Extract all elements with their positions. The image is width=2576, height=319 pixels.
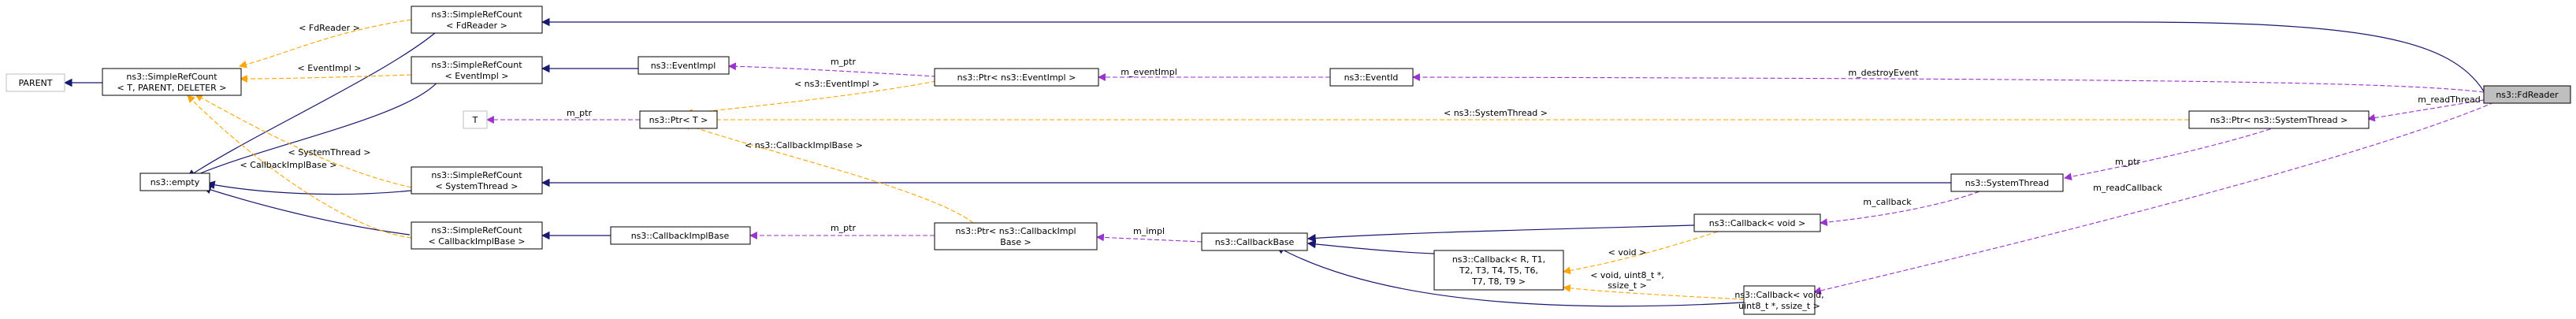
svg-text:T2, T3, T4, T5, T6,: T2, T3, T4, T5, T6, bbox=[1459, 265, 1538, 276]
edge-label-m-readcallback: m_readCallback bbox=[2093, 183, 2162, 193]
edge-label-read-template-line2: ssize_t > bbox=[1608, 280, 1647, 291]
svg-text:ns3::EventImpl: ns3::EventImpl bbox=[651, 61, 716, 71]
edge-fdreader-to-eventid bbox=[1412, 73, 2485, 93]
edge-systemthread-to-callback-void bbox=[1820, 188, 1987, 227]
svg-text:T7, T8, T9 >: T7, T8, T9 > bbox=[1471, 276, 1526, 287]
edge-src-eventimpl-template bbox=[240, 74, 412, 83]
edge-callback-void-to-callbackbase bbox=[1307, 224, 1695, 243]
edge-label-read-template-line1: < void, uint8_t *, bbox=[1590, 270, 1664, 280]
edge-callback-read-template bbox=[1563, 284, 1745, 300]
node-callbackbase[interactable]: ns3::CallbackBase bbox=[1201, 232, 1308, 251]
edge-label-callbackimplbase-template: < CallbackImplBase > bbox=[240, 160, 337, 170]
edge-label-m-ptr-systemthread: m_ptr bbox=[2115, 157, 2141, 167]
node-simplerefcount-generic[interactable]: ns3::SimpleRefCount < T, PARENT, DELETER… bbox=[102, 68, 242, 96]
edge-callback-read-to-callbackbase bbox=[1276, 246, 1745, 307]
node-ptr-systemthread[interactable]: ns3::Ptr< ns3::SystemThread > bbox=[2188, 110, 2370, 129]
edge-src-fdreader-to-empty bbox=[187, 27, 442, 178]
svg-text:ns3::Ptr< ns3::SystemThread >: ns3::Ptr< ns3::SystemThread > bbox=[2210, 115, 2348, 125]
svg-text:ns3::SystemThread: ns3::SystemThread bbox=[1965, 178, 2050, 188]
edge-label-ptr-eventimpl-template: < ns3::EventImpl > bbox=[794, 79, 879, 89]
svg-text:ns3::CallbackImplBase: ns3::CallbackImplBase bbox=[631, 231, 730, 241]
svg-text:ns3::SimpleRefCount: ns3::SimpleRefCount bbox=[431, 60, 522, 70]
edge-label-systemthread-template: < SystemThread > bbox=[288, 147, 371, 158]
edge-callbackbase-to-ptr-callback bbox=[1096, 233, 1203, 243]
node-systemthread[interactable]: ns3::SystemThread bbox=[1950, 173, 2064, 192]
node-eventid[interactable]: ns3::EventId bbox=[1329, 68, 1414, 87]
svg-text:ns3::Ptr< ns3::EventImpl >: ns3::Ptr< ns3::EventImpl > bbox=[957, 72, 1076, 83]
edge-label-ptr-systemthread-template: < ns3::SystemThread > bbox=[1444, 108, 1548, 118]
edge-src-systemthread-template bbox=[195, 94, 412, 188]
node-t[interactable]: T bbox=[463, 110, 488, 129]
svg-text:uint8_t *, ssize_t >: uint8_t *, ssize_t > bbox=[1738, 301, 1820, 311]
svg-text:ns3::Callback< void >: ns3::Callback< void > bbox=[1709, 218, 1806, 228]
svg-text:ns3::EventId: ns3::EventId bbox=[1344, 72, 1399, 83]
svg-text:Base >: Base > bbox=[1000, 237, 1032, 247]
node-ptr-callbackimplbase[interactable]: ns3::Ptr< ns3::CallbackImpl Base > bbox=[934, 222, 1098, 250]
edge-src-callbackimplbase-template bbox=[187, 95, 412, 239]
svg-text:< FdReader >: < FdReader > bbox=[446, 20, 507, 31]
node-callback-generic[interactable]: ns3::Callback< R, T1, T2, T3, T4, T5, T6… bbox=[1433, 250, 1564, 291]
edge-label-m-eventimpl: m_eventImpl bbox=[1121, 67, 1177, 77]
edge-fdreader-to-ptr-systemthread bbox=[2367, 99, 2485, 122]
edge-callback-generic-to-callbackbase bbox=[1307, 239, 1435, 254]
edge-label-m-ptr-t: m_ptr bbox=[567, 108, 593, 118]
edge-fdreader-to-callback-read bbox=[1813, 102, 2495, 295]
svg-text:ns3::Callback< void,: ns3::Callback< void, bbox=[1734, 290, 1823, 300]
edge-src-eventimpl-to-empty bbox=[187, 79, 440, 180]
edge-label-m-destroyevent: m_destroyEvent bbox=[1848, 68, 1919, 78]
edge-ptr-callback-template bbox=[682, 122, 974, 224]
edge-label-fdreader-template: < FdReader > bbox=[299, 23, 360, 33]
node-fdreader[interactable]: ns3::FdReader bbox=[2483, 85, 2571, 104]
node-simplerefcount-callbackimplbase[interactable]: ns3::SimpleRefCount < CallbackImplBase > bbox=[411, 221, 543, 250]
edge-label-m-ptr-eventimpl: m_ptr bbox=[831, 57, 857, 67]
node-simplerefcount-systemthread[interactable]: ns3::SimpleRefCount < SystemThread > bbox=[411, 166, 543, 195]
edge-src-systemthread-to-empty bbox=[206, 180, 412, 195]
edge-label-eventimpl-template: < EventImpl > bbox=[298, 63, 362, 73]
edge-label-m-callback: m_callback bbox=[1863, 197, 1912, 207]
svg-text:ns3::Callback< R, T1,: ns3::Callback< R, T1, bbox=[1452, 254, 1545, 265]
edge-label-m-impl: m_impl bbox=[1133, 226, 1165, 236]
node-callback-void[interactable]: ns3::Callback< void > bbox=[1693, 213, 1821, 232]
node-callback-read[interactable]: ns3::Callback< void, uint8_t *, ssize_t … bbox=[1734, 285, 1824, 315]
edge-src-fdreader-template bbox=[239, 19, 412, 69]
edge-callback-void-template bbox=[1563, 231, 1719, 275]
nodes: PARENT ns3::SimpleRefCount < T, PARENT, … bbox=[6, 6, 2571, 315]
node-callbackimplbase[interactable]: ns3::CallbackImplBase bbox=[610, 226, 751, 245]
svg-text:< EventImpl >: < EventImpl > bbox=[445, 71, 509, 81]
node-simplerefcount-fdreader[interactable]: ns3::SimpleRefCount < FdReader > bbox=[411, 6, 543, 34]
svg-text:< SystemThread >: < SystemThread > bbox=[436, 181, 519, 191]
edge-ptr-eventimpl-template bbox=[685, 80, 937, 117]
edge-ptr-systemthread-to-systemthread bbox=[2064, 126, 2278, 181]
node-empty[interactable]: ns3::empty bbox=[139, 172, 210, 191]
svg-text:ns3::SimpleRefCount: ns3::SimpleRefCount bbox=[126, 72, 217, 82]
svg-text:ns3::SimpleRefCount: ns3::SimpleRefCount bbox=[431, 170, 522, 180]
edge-label-m-readthread: m_readThread bbox=[2418, 95, 2480, 105]
node-ptr-eventimpl[interactable]: ns3::Ptr< ns3::EventImpl > bbox=[934, 68, 1099, 87]
edge-fdreader-to-src-fdreader bbox=[541, 17, 2485, 92]
svg-text:ns3::FdReader: ns3::FdReader bbox=[2496, 90, 2559, 100]
edge-src-callbackimplbase-to-empty bbox=[202, 185, 411, 236]
edges bbox=[63, 17, 2495, 307]
edge-label-ptr-callback-template: < ns3::CallbackImplBase > bbox=[745, 140, 863, 150]
node-parent[interactable]: PARENT bbox=[6, 73, 65, 92]
edge-label-void-template: < void > bbox=[1608, 247, 1647, 258]
svg-text:< T, PARENT, DELETER >: < T, PARENT, DELETER > bbox=[117, 83, 227, 93]
svg-text:ns3::Ptr< ns3::CallbackImpl: ns3::Ptr< ns3::CallbackImpl bbox=[955, 226, 1076, 236]
svg-text:PARENT: PARENT bbox=[19, 78, 53, 88]
svg-text:ns3::empty: ns3::empty bbox=[151, 177, 200, 187]
svg-text:< CallbackImplBase >: < CallbackImplBase > bbox=[429, 236, 526, 247]
svg-text:ns3::Ptr< T >: ns3::Ptr< T > bbox=[649, 115, 708, 125]
svg-text:ns3::SimpleRefCount: ns3::SimpleRefCount bbox=[431, 225, 522, 236]
svg-text:ns3::CallbackBase: ns3::CallbackBase bbox=[1215, 237, 1295, 247]
svg-text:T: T bbox=[472, 115, 478, 125]
edge-ptr-eventimpl-to-eventimpl bbox=[728, 62, 937, 77]
edge-labels: < FdReader > < EventImpl > < SystemThrea… bbox=[240, 23, 2481, 291]
edge-label-m-ptr-callback: m_ptr bbox=[831, 223, 857, 233]
svg-text:ns3::SimpleRefCount: ns3::SimpleRefCount bbox=[431, 9, 522, 20]
node-ptr-t[interactable]: ns3::Ptr< T > bbox=[639, 110, 718, 129]
node-simplerefcount-eventimpl[interactable]: ns3::SimpleRefCount < EventImpl > bbox=[411, 56, 543, 84]
node-eventimpl[interactable]: ns3::EventImpl bbox=[637, 56, 730, 75]
